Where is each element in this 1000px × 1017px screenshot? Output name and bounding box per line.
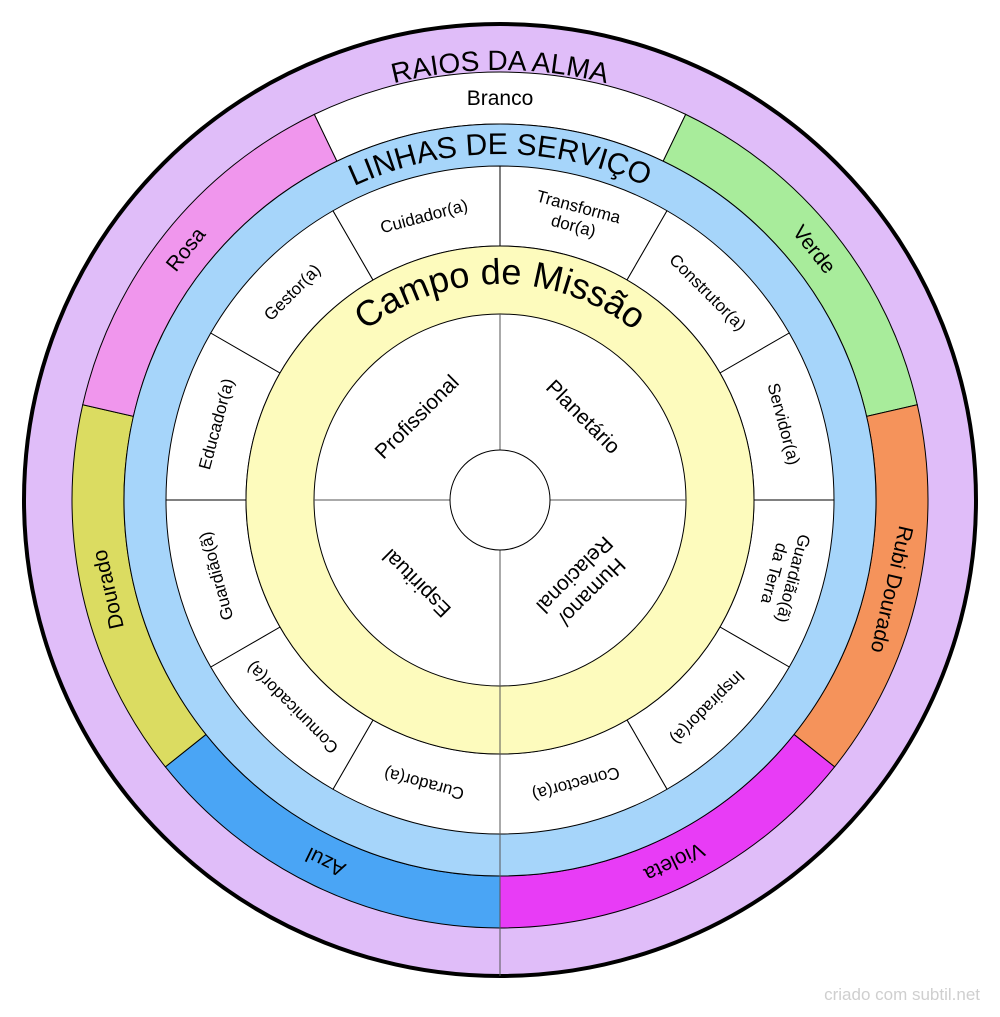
- watermark: criado com subtil.net: [824, 985, 980, 1004]
- ray-label: Branco: [467, 87, 534, 110]
- center-circle: [449, 449, 551, 551]
